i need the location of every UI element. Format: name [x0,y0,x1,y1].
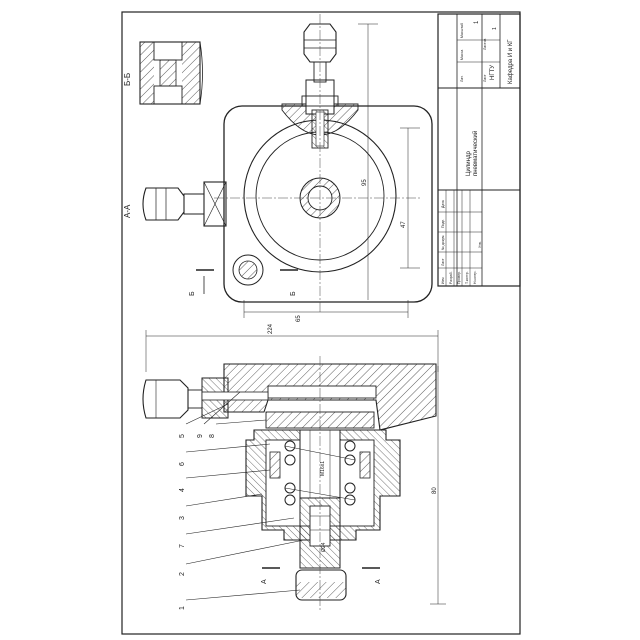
row-list: Лист [441,258,445,266]
dim-bottom-height: 80 [432,487,438,494]
title-block: Цилиндр пневматический НГТУ Кафедра И и … [437,13,521,287]
row-izm: Изм [441,277,445,284]
section-bb-view: Б-Б [123,41,203,105]
part-number: 2 [179,572,186,576]
dim-thread: М16х1 [320,461,326,476]
col-sheet: Лист [483,74,487,82]
leader-lines [185,391,305,601]
title-name-line1: Цилиндр [466,151,472,176]
dim-top-width: 65 [296,315,302,322]
title-name-line2: пневматический [472,131,479,176]
row-doc: № докум. [441,235,445,250]
title-group: НГТУ [490,65,496,80]
label-section-aa: А-А [123,204,132,218]
part-number: 8 [209,434,216,438]
row-ncontr: Н.контр. [473,271,477,284]
sheets-value: 1 [492,27,498,30]
dim-diam: Ø24 [321,542,327,552]
part-number: 4 [179,488,186,492]
col-sheets: Листов [483,38,487,50]
col-scale: Масштаб [460,23,464,38]
row-tcontr: Т.контр. [465,271,469,284]
dim-top-height: 95 [362,179,368,186]
dim-top-inner: 47 [401,221,407,228]
sheet-frame [121,11,521,635]
part-number: 9 [197,434,204,438]
row-sign: Подп. [441,219,445,228]
part-number: 6 [179,462,186,466]
label-b-right: Б [290,291,297,296]
part-number: 3 [179,516,186,520]
col-lit: Лит. [460,76,464,82]
row-dev: Разраб. [449,271,453,284]
row-date: Дата [441,200,445,208]
part-number: 7 [179,544,186,548]
top-view: А-А Б Б 95 47 65 [123,14,433,322]
col-mass: Масса [460,50,464,60]
label-a-left: А [261,579,268,584]
dim-bottom-width: 224 [268,323,274,334]
scale-value: 1 [474,20,480,24]
row-check: Провер. [457,271,461,284]
part-number: 5 [179,434,186,438]
label-a-right: А [375,579,382,584]
row-utv: Утв. [478,241,482,248]
main-section-view: 224 80 М16х1 [142,323,446,612]
part-number: 1 [179,606,186,610]
title-dept: Кафедра И и КГ [508,39,514,84]
label-section-bb: Б-Б [123,73,132,86]
label-b-left: Б [189,291,196,296]
part-numbers: 1 2 7 3 4 6 5 9 8 [179,434,216,610]
